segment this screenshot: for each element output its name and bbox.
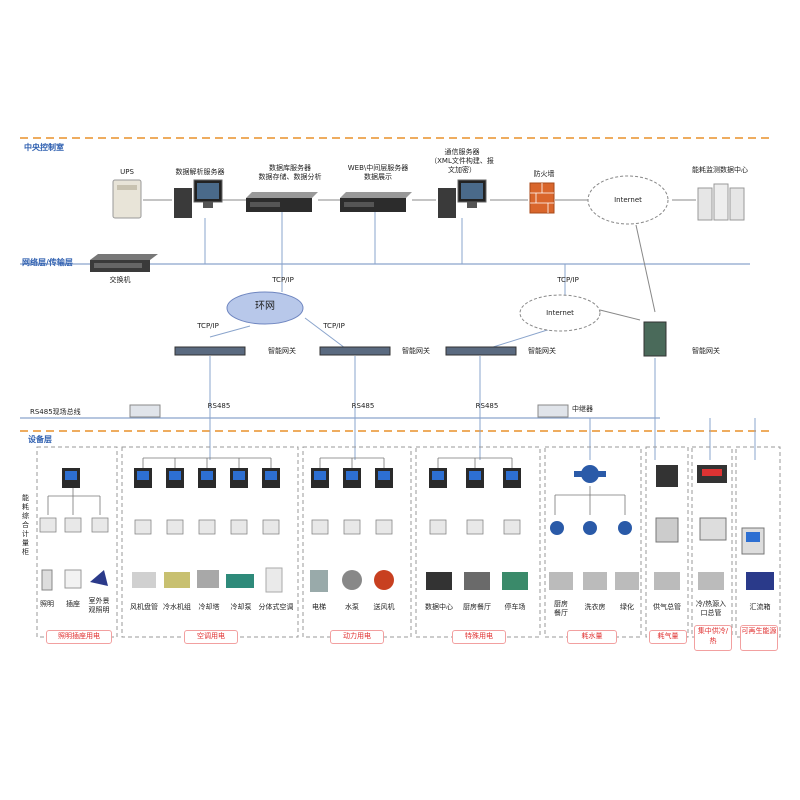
energy-center-icon bbox=[697, 183, 745, 221]
web-server-icon bbox=[340, 192, 412, 212]
repeater-label: 中继器 bbox=[572, 405, 593, 413]
category-water: 耗水量 bbox=[567, 630, 617, 644]
energy-cabinet-label: 能耗综合计量柜 bbox=[22, 494, 29, 556]
device-label-split-ac: 分体式空调 bbox=[258, 603, 294, 611]
parse-server-label: 数据解析服务器 bbox=[175, 168, 225, 176]
gateway-3-icon bbox=[445, 346, 517, 356]
internet-cloud-icon bbox=[587, 175, 669, 225]
db-server-icon bbox=[246, 192, 318, 212]
end-device-images bbox=[41, 567, 774, 593]
tcpip-label-3: TCP/IP bbox=[197, 322, 219, 330]
ups-icon bbox=[112, 179, 142, 219]
layer-device-title: 设备层 bbox=[28, 435, 52, 444]
category-lighting: 照明插座用电 bbox=[46, 630, 112, 644]
device-label-blower: 送风机 bbox=[373, 603, 395, 611]
device-label-water-pump: 水泵 bbox=[345, 603, 359, 611]
device-label-heat-main: 冷/热源入口总管 bbox=[695, 600, 727, 617]
device-label-lighting: 照明 bbox=[40, 600, 54, 608]
internet-2-label: Internet bbox=[546, 309, 574, 317]
device-label-gas-main: 供气总管 bbox=[653, 603, 681, 611]
device-label-combiner: 汇流箱 bbox=[749, 603, 771, 611]
gateway-label-2: 智能网关 bbox=[402, 347, 430, 355]
rs485-label-3: RS485 bbox=[475, 402, 499, 410]
parse-server-icon bbox=[174, 179, 223, 218]
heat-meter-icon bbox=[697, 465, 727, 541]
tcpip-label-1: TCP/IP bbox=[272, 276, 294, 284]
device-label-laundry: 洗衣房 bbox=[584, 603, 606, 611]
device-label-tower: 冷却塔 bbox=[198, 603, 220, 611]
device-label-parking: 停车场 bbox=[504, 603, 526, 611]
category-gas: 耗气量 bbox=[649, 630, 687, 644]
layer-central-title: 中央控制室 bbox=[24, 143, 64, 152]
device-label-chiller: 冷水机组 bbox=[163, 603, 191, 611]
ring-label: 环网 bbox=[255, 301, 275, 312]
repeater-icon bbox=[537, 404, 569, 418]
device-label-pump: 冷却泵 bbox=[230, 603, 252, 611]
category-power: 动力用电 bbox=[330, 630, 384, 644]
firewall-label: 防火墙 bbox=[533, 170, 555, 178]
meter-icons bbox=[62, 468, 765, 555]
gateway-2-icon bbox=[319, 346, 391, 356]
meter-fanout bbox=[47, 457, 626, 515]
gateway-label-4: 智能网关 bbox=[692, 347, 720, 355]
device-label-kitchen: 厨房餐厅 bbox=[463, 603, 491, 611]
rs485-bus-label: RS485现场总线 bbox=[30, 408, 81, 416]
tcpip-label-4: TCP/IP bbox=[323, 322, 345, 330]
gas-meter-icon bbox=[655, 465, 679, 543]
breaker-icons bbox=[39, 517, 521, 535]
tcpip-label-2: TCP/IP bbox=[557, 276, 579, 284]
gateway-label-1: 智能网关 bbox=[268, 347, 296, 355]
ring-network-icon bbox=[226, 291, 304, 325]
category-ac: 空调用电 bbox=[184, 630, 238, 644]
water-meter-icons bbox=[550, 465, 632, 535]
layer-network-title: 网络层/传输层 bbox=[22, 258, 73, 267]
device-label-greening: 绿化 bbox=[620, 603, 634, 611]
internet-cloud-2-icon bbox=[519, 294, 601, 332]
device-label-socket: 插座 bbox=[66, 600, 80, 608]
firewall-icon bbox=[529, 182, 555, 214]
internet-label: Internet bbox=[614, 196, 642, 204]
category-renewable: 可再生能源 bbox=[740, 625, 778, 651]
comm-server-label: 通信服务器 （XML文件构建、报 文加密） bbox=[430, 148, 494, 174]
device-label-outdoor: 室外景观照明 bbox=[88, 597, 110, 614]
category-heat: 集中供冷/热 bbox=[694, 625, 732, 651]
central-links bbox=[143, 199, 696, 321]
comm-server-icon bbox=[438, 179, 487, 218]
device-label-kitchen-water: 厨房餐厅 bbox=[554, 600, 568, 617]
gateway-4-icon bbox=[643, 321, 667, 357]
gateway-label-3: 智能网关 bbox=[528, 347, 556, 355]
switch-label: 交换机 bbox=[109, 276, 131, 284]
category-special: 特殊用电 bbox=[452, 630, 506, 644]
rs485-label-1: RS485 bbox=[207, 402, 231, 410]
switch-icon bbox=[90, 254, 158, 272]
device-label-fancoil: 风机盘管 bbox=[130, 603, 158, 611]
gateway-1-icon bbox=[174, 346, 246, 356]
device-label-datacenter: 数据中心 bbox=[425, 603, 453, 611]
server-links bbox=[204, 212, 756, 460]
web-server-label: WEB\中间层服务器 数据展示 bbox=[347, 164, 409, 181]
device-label-elevator: 电梯 bbox=[312, 603, 326, 611]
db-server-label: 数据库服务器 数据存储、数据分析 bbox=[258, 164, 322, 181]
ups-label: UPS bbox=[120, 168, 134, 176]
rs485-converter-icon bbox=[129, 404, 161, 418]
rs485-label-2: RS485 bbox=[351, 402, 375, 410]
energy-center-label: 能耗监测数据中心 bbox=[692, 166, 748, 174]
